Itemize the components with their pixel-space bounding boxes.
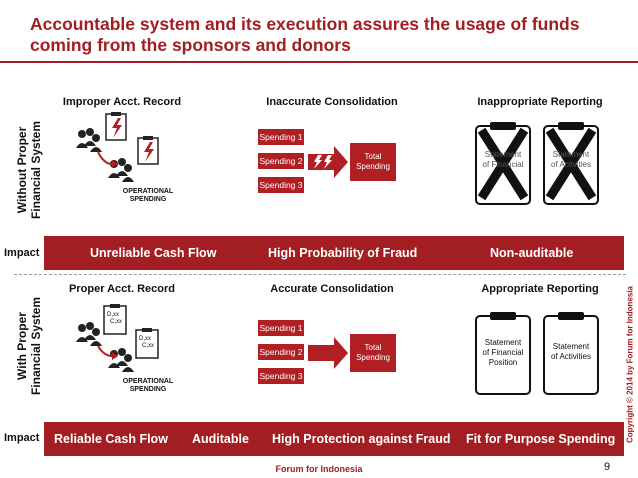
statement-activities: Statement of Activities bbox=[550, 342, 591, 361]
arrow-icon bbox=[97, 345, 113, 357]
clipboard-icon bbox=[475, 312, 531, 395]
record-doc-1-text: D,xx C,xx bbox=[107, 312, 122, 325]
impact-label-top: Impact bbox=[4, 247, 40, 259]
header-proper-record: Proper Acct. Record bbox=[69, 283, 175, 295]
header-inappropriate-reporting: Inappropriate Reporting bbox=[477, 96, 603, 108]
cross-mark-icon bbox=[477, 127, 529, 201]
reports-illustration bbox=[475, 312, 599, 395]
impact-auditable: Auditable bbox=[192, 432, 249, 446]
header-accurate-consolidation: Accurate Consolidation bbox=[270, 283, 394, 295]
impact-protection-fraud: High Protection against Fraud bbox=[272, 432, 451, 446]
copyright-text: Copyright © 2014 by Forum for Indonesia bbox=[625, 285, 635, 444]
operational-spending-label-bottom: OPERATIONAL SPENDING bbox=[122, 378, 174, 393]
title-divider bbox=[0, 61, 638, 63]
proper-record-illustration bbox=[76, 304, 159, 372]
statement-financial-position: Statement of Financial Position bbox=[482, 338, 524, 367]
clipboard-icon bbox=[137, 136, 159, 165]
clipboard-icon bbox=[135, 328, 159, 359]
improper-record-illustration bbox=[76, 112, 159, 182]
record-doc-2-text: D,xx C,xx bbox=[139, 336, 154, 349]
header-appropriate-reporting: Appropriate Reporting bbox=[481, 283, 599, 295]
footer-text: Forum for Indonesia bbox=[275, 464, 363, 474]
cross-mark-icon bbox=[545, 127, 597, 201]
page-number: 9 bbox=[604, 461, 611, 473]
impact-fit-for-purpose: Fit for Purpose Spending bbox=[466, 432, 616, 446]
side-label-with: With Proper Financial System bbox=[15, 296, 43, 396]
people-group-icon bbox=[108, 158, 134, 182]
operational-spending-label: OPERATIONAL SPENDING bbox=[122, 188, 174, 203]
crossed-statement-activities: Statement of Activities bbox=[550, 150, 591, 169]
spending-1-box-bottom: Spending 1 bbox=[258, 320, 304, 336]
total-spending-box-bottom: Total Spending bbox=[350, 334, 396, 372]
page-title: Accountable system and its execution ass… bbox=[30, 14, 580, 55]
consolidation-arrow-with-lightning bbox=[308, 146, 348, 178]
impact-probability-fraud: High Probability of Fraud bbox=[268, 246, 418, 260]
clipboard-icon bbox=[105, 112, 127, 141]
section-divider bbox=[14, 274, 626, 275]
total-spending-box: Total Spending bbox=[350, 143, 396, 181]
arrow-icon bbox=[97, 151, 113, 165]
clipboard-icon bbox=[103, 304, 127, 335]
lightning-icon bbox=[144, 142, 154, 162]
spending-1-box: Spending 1 bbox=[258, 129, 304, 145]
crossed-reports-illustration bbox=[475, 122, 599, 205]
header-improper-record: Improper Acct. Record bbox=[62, 96, 182, 108]
crossed-statement-financial-position: Statement of Financial bbox=[482, 150, 524, 169]
people-group-icon bbox=[76, 322, 102, 346]
impact-reliable-cash-flow: Reliable Cash Flow bbox=[54, 432, 168, 446]
header-inaccurate-consolidation: Inaccurate Consolidation bbox=[266, 96, 398, 108]
consolidation-arrow bbox=[308, 337, 348, 369]
lightning-icon bbox=[112, 118, 122, 138]
clipboard-icon bbox=[543, 312, 599, 395]
side-label-without: Without Proper Financial System bbox=[15, 120, 43, 220]
lightning-icon bbox=[324, 155, 332, 169]
spending-3-box-bottom: Spending 3 bbox=[258, 368, 304, 384]
impact-band-top bbox=[44, 236, 624, 270]
lightning-icon bbox=[314, 155, 322, 169]
impact-unreliable-cash-flow: Unreliable Cash Flow bbox=[90, 246, 217, 260]
arrow-icon bbox=[308, 337, 348, 369]
spending-3-box: Spending 3 bbox=[258, 177, 304, 193]
spending-2-box-bottom: Spending 2 bbox=[258, 344, 304, 360]
impact-label-bottom: Impact bbox=[4, 432, 40, 444]
spending-2-box: Spending 2 bbox=[258, 153, 304, 169]
impact-band-bottom bbox=[44, 422, 624, 456]
people-group-icon bbox=[108, 348, 134, 372]
impact-non-auditable: Non-auditable bbox=[490, 246, 574, 260]
people-group-icon bbox=[76, 128, 102, 152]
